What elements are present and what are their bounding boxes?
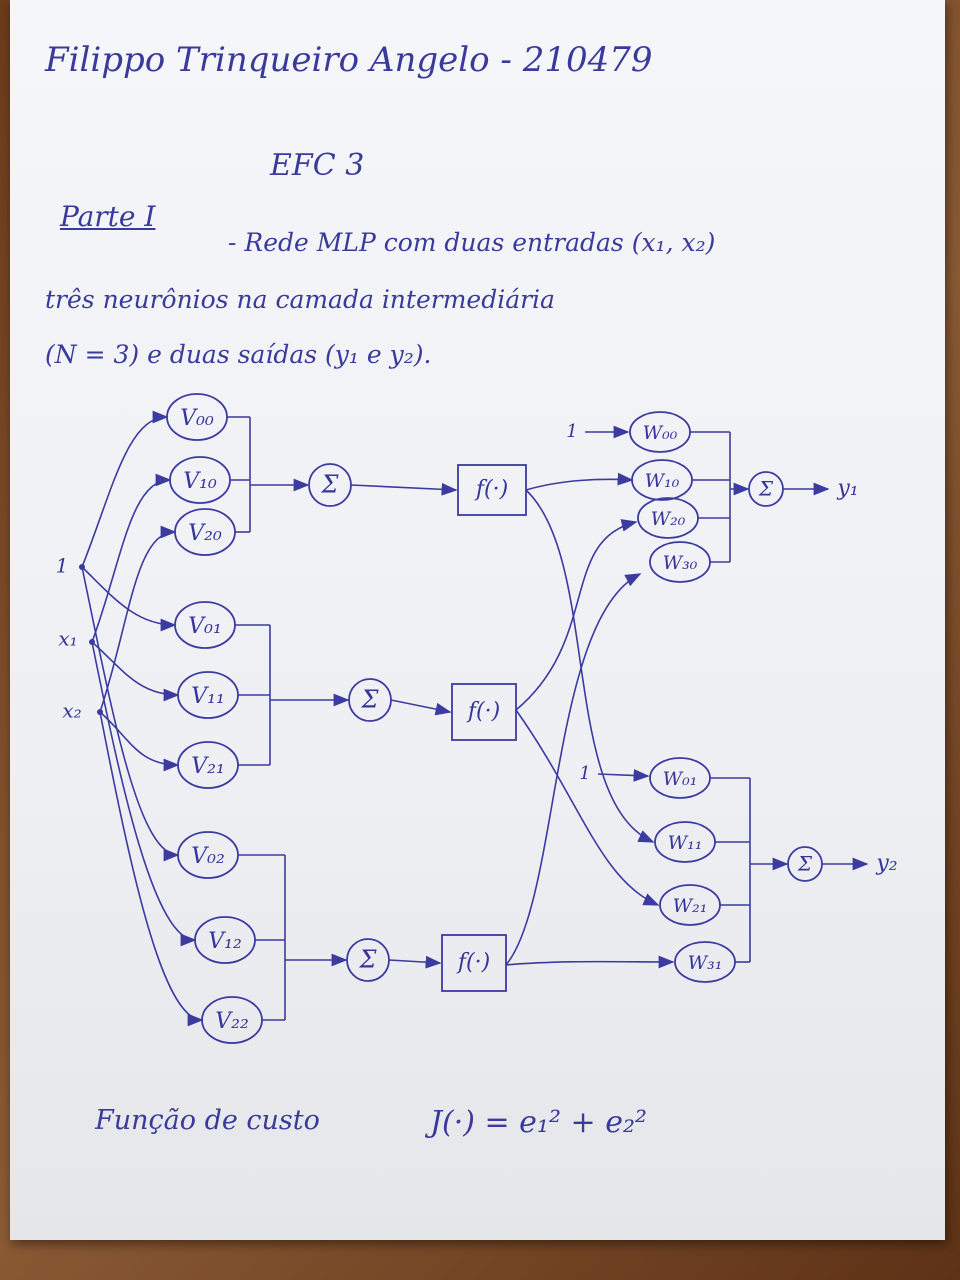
sum-to-activation-wire — [350, 482, 458, 496]
weight-w-label: W₀₀ — [643, 422, 678, 444]
sum-symbol: Σ — [359, 946, 378, 974]
activation-to-weight-wire — [525, 489, 655, 843]
activation-box — [457, 464, 527, 516]
sum-node — [348, 678, 392, 722]
weight-v-node — [166, 393, 228, 441]
sum-to-activation-wire — [390, 699, 452, 716]
activation-label: f(·) — [474, 477, 508, 502]
weight-w-node — [631, 459, 693, 501]
activation-to-weight-wire — [505, 573, 642, 966]
output-bias-2-label: 1 — [579, 763, 590, 784]
weight-w-label: W₂₀ — [651, 508, 686, 530]
activation-box — [451, 683, 517, 741]
input-bias-terminal — [79, 564, 85, 570]
output-sum-node — [748, 471, 784, 507]
weight-v-node — [169, 456, 231, 504]
weight-w-label: W₂₁ — [673, 895, 708, 917]
weight-w-node — [649, 757, 711, 799]
output-bias-2-wire — [597, 769, 650, 782]
description-line-1: - Rede MLP com duas entradas (x₁, x₂) — [228, 228, 716, 257]
description-line-2: três neurônios na camada intermediária — [45, 285, 555, 314]
cost-function-formula: J(·) = e₁² + e₂² — [430, 1105, 648, 1140]
weight-w-node — [629, 411, 691, 453]
weight-v-label: V₁₁ — [191, 684, 225, 709]
weight-v-label: V₀₀ — [180, 406, 214, 431]
weight-w-node — [649, 541, 711, 583]
input-to-weight-wire — [99, 711, 204, 1027]
activation-to-weight-wire — [505, 955, 675, 969]
weight-v-node — [201, 996, 263, 1044]
weight-v-node — [194, 916, 256, 964]
sum-symbol: Σ — [361, 686, 380, 714]
weight-w-node — [637, 497, 699, 539]
input-to-weight-wire — [91, 641, 180, 702]
weight-w-label: W₁₁ — [668, 832, 703, 854]
output-sum-symbol: Σ — [797, 852, 813, 876]
weight-v-node — [174, 601, 236, 649]
sum-symbol: Σ — [321, 471, 340, 499]
weight-v-label: V₀₁ — [188, 614, 222, 639]
output-label: y₂ — [875, 851, 897, 876]
activation-label: f(·) — [456, 950, 490, 975]
weight-v-label: V₂₂ — [215, 1009, 249, 1034]
input-x2-terminal — [97, 709, 103, 715]
weight-v-label: V₁₂ — [208, 929, 242, 954]
weight-v-label: V₁₀ — [183, 469, 217, 494]
activation-label: f(·) — [466, 699, 500, 724]
cost-function-label: Função de custo — [95, 1105, 320, 1136]
input-to-weight-wire — [81, 566, 177, 632]
connection-wires — [81, 410, 869, 1027]
weight-v-node — [177, 831, 239, 879]
activation-to-weight-wire — [525, 472, 634, 491]
weight-w-label: W₁₀ — [645, 470, 680, 492]
activation-to-weight-wire — [515, 519, 638, 711]
weight-w-label: W₃₀ — [663, 552, 698, 574]
weight-w-node — [674, 941, 736, 983]
input-x1-label: x₁ — [58, 627, 77, 651]
input-to-weight-wire — [99, 525, 177, 713]
description-line-3: (N = 3) e duas saídas (y₁ e y₂). — [45, 340, 432, 369]
sum-node — [346, 938, 390, 982]
output-bias-1-label: 1 — [566, 421, 577, 442]
weight-w-node — [659, 884, 721, 926]
sum-to-activation-wire — [388, 955, 442, 969]
activation-to-weight-wire — [515, 709, 660, 906]
input-bias-label: 1 — [56, 554, 69, 578]
activation-box — [441, 934, 507, 992]
output-sum-symbol: Σ — [758, 477, 774, 501]
output-sum-node — [787, 846, 823, 882]
weight-v-label: V₀₂ — [191, 844, 225, 869]
author-line: Filippo Trinqueiro Angelo - 210479 — [45, 40, 653, 80]
input-x2-label: x₂ — [62, 699, 81, 723]
weight-v-node — [177, 671, 239, 719]
weight-v-node — [174, 508, 236, 556]
weight-w-node — [654, 821, 716, 863]
part-title: Parte I — [60, 200, 156, 233]
input-to-weight-wire — [91, 641, 197, 947]
input-x1-terminal — [89, 639, 95, 645]
weight-v-label: V₂₀ — [188, 521, 222, 546]
weight-w-label: W₃₁ — [688, 952, 723, 974]
input-to-weight-wire — [91, 473, 172, 643]
subject-title: EFC 3 — [270, 148, 365, 183]
sum-node — [308, 463, 352, 507]
weight-v-node — [177, 741, 239, 789]
output-label: y₁ — [836, 476, 858, 501]
input-to-weight-wire — [81, 566, 180, 862]
weight-v-label: V₂₁ — [191, 754, 225, 779]
input-to-weight-wire — [81, 410, 169, 568]
weight-w-label: W₀₁ — [663, 768, 698, 790]
